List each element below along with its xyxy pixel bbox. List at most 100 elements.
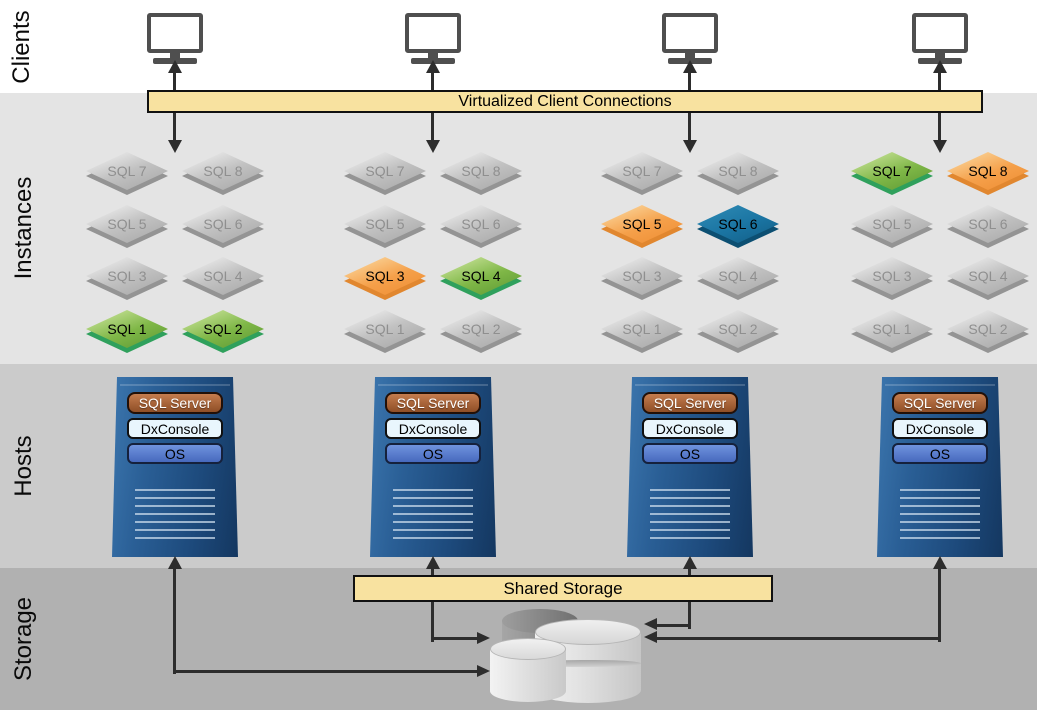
diamond-face: SQL 2 xyxy=(697,310,779,348)
tower-vents xyxy=(135,489,215,545)
instance-group: SQL 7 SQL 8 SQL 5 SQL 6 SQL 3 xyxy=(601,152,779,353)
monitor-neck xyxy=(170,53,180,58)
instance-label: SQL 6 xyxy=(718,216,758,232)
instance-diamond: SQL 1 xyxy=(344,310,426,353)
instance-label: SQL 8 xyxy=(718,163,758,179)
section-label-instances: Instances xyxy=(10,176,37,280)
client-connector-line xyxy=(431,72,434,90)
instance-label: SQL 8 xyxy=(461,163,501,179)
instance-label: SQL 6 xyxy=(968,216,1008,232)
client-connector-line xyxy=(173,72,176,90)
storage-connector-line xyxy=(431,566,434,642)
client-connections-banner: Virtualized Client Connections xyxy=(147,90,983,113)
arrowhead-up-icon xyxy=(933,60,947,73)
instance-label: SQL 3 xyxy=(872,268,912,284)
diamond-face: SQL 8 xyxy=(182,152,264,190)
diamond-face: SQL 2 xyxy=(182,310,264,348)
instance-diamond: SQL 2 xyxy=(947,310,1029,353)
instance-label: SQL 5 xyxy=(872,216,912,232)
instance-label: SQL 6 xyxy=(203,216,243,232)
arrowhead-down-icon xyxy=(168,140,182,153)
arrowhead-up-icon xyxy=(426,60,440,73)
instance-diamond: SQL 4 xyxy=(182,257,264,300)
instance-connector-line xyxy=(173,113,176,142)
instance-diamond: SQL 8 xyxy=(182,152,264,195)
database-cylinder-front xyxy=(490,638,566,702)
instance-label: SQL 1 xyxy=(622,321,662,337)
instance-diamond: SQL 4 xyxy=(947,257,1029,300)
instance-label: SQL 7 xyxy=(622,163,662,179)
instance-diamond: SQL 8 xyxy=(440,152,522,195)
instance-label: SQL 8 xyxy=(968,163,1008,179)
instance-diamond: SQL 5 xyxy=(851,205,933,248)
storage-connector-line xyxy=(173,566,176,674)
tower-vents xyxy=(650,489,730,545)
instance-diamond: SQL 8 xyxy=(697,152,779,195)
host-tower: SQL Server DxConsole OS xyxy=(112,377,238,557)
instance-label: SQL 4 xyxy=(718,268,758,284)
instance-label: SQL 1 xyxy=(107,321,147,337)
instance-group: SQL 7 SQL 8 SQL 5 SQL 6 SQL 3 xyxy=(86,152,264,353)
storage-connector-line xyxy=(175,670,477,673)
diamond-face: SQL 7 xyxy=(344,152,426,190)
monitor-screen xyxy=(147,13,203,53)
diamond-face: SQL 3 xyxy=(86,257,168,295)
instance-diamond: SQL 4 xyxy=(697,257,779,300)
arrowhead-up-icon xyxy=(426,556,440,569)
diamond-face: SQL 3 xyxy=(344,257,426,295)
host-tower: SQL Server DxConsole OS xyxy=(627,377,753,557)
instance-label: SQL 3 xyxy=(107,268,147,284)
arrowhead-left-icon xyxy=(644,618,657,630)
tower-vents xyxy=(900,489,980,545)
instance-label: SQL 5 xyxy=(365,216,405,232)
monitor-screen xyxy=(662,13,718,53)
arrowhead-down-icon xyxy=(426,140,440,153)
dxconsole-badge: DxConsole xyxy=(892,418,988,439)
instance-label: SQL 2 xyxy=(968,321,1008,337)
diamond-face: SQL 8 xyxy=(697,152,779,190)
instance-diamond: SQL 1 xyxy=(851,310,933,353)
section-label-hosts: Hosts xyxy=(10,435,37,497)
instance-label: SQL 5 xyxy=(107,216,147,232)
arrowhead-down-icon xyxy=(933,140,947,153)
os-badge: OS xyxy=(642,443,738,464)
diamond-face: SQL 3 xyxy=(851,257,933,295)
monitor-icon xyxy=(912,13,968,64)
os-badge: OS xyxy=(385,443,481,464)
instance-label: SQL 4 xyxy=(461,268,501,284)
arrowhead-up-icon xyxy=(168,556,182,569)
diamond-face: SQL 6 xyxy=(697,205,779,243)
instance-diamond: SQL 7 xyxy=(344,152,426,195)
storage-connector-line xyxy=(433,637,477,640)
instance-diamond: SQL 2 xyxy=(182,310,264,353)
diamond-face: SQL 1 xyxy=(851,310,933,348)
instance-label: SQL 7 xyxy=(365,163,405,179)
instance-label: SQL 7 xyxy=(107,163,147,179)
monitor-screen xyxy=(405,13,461,53)
instance-label: SQL 4 xyxy=(203,268,243,284)
instance-diamond: SQL 7 xyxy=(86,152,168,195)
diamond-face: SQL 1 xyxy=(601,310,683,348)
storage-connector-line xyxy=(657,624,690,627)
host-tower: SQL Server DxConsole OS xyxy=(370,377,496,557)
arrowhead-right-icon xyxy=(477,632,490,644)
arrowhead-right-icon xyxy=(477,665,490,677)
instance-diamond: SQL 5 xyxy=(344,205,426,248)
sql-server-badge: SQL Server xyxy=(127,392,223,414)
sql-server-badge: SQL Server xyxy=(892,392,988,414)
diamond-face: SQL 6 xyxy=(182,205,264,243)
instance-diamond: SQL 1 xyxy=(86,310,168,353)
diamond-face: SQL 7 xyxy=(851,152,933,190)
shared-storage-banner: Shared Storage xyxy=(353,575,773,602)
diamond-face: SQL 1 xyxy=(344,310,426,348)
arrowhead-up-icon xyxy=(933,556,947,569)
instance-label: SQL 3 xyxy=(365,268,405,284)
diamond-face: SQL 4 xyxy=(182,257,264,295)
instance-label: SQL 2 xyxy=(203,321,243,337)
instance-label: SQL 2 xyxy=(718,321,758,337)
section-label-storage: Storage xyxy=(10,596,37,682)
instance-diamond: SQL 2 xyxy=(440,310,522,353)
instance-diamond: SQL 3 xyxy=(344,257,426,300)
client-connector-line xyxy=(688,72,691,90)
instance-diamond: SQL 7 xyxy=(601,152,683,195)
